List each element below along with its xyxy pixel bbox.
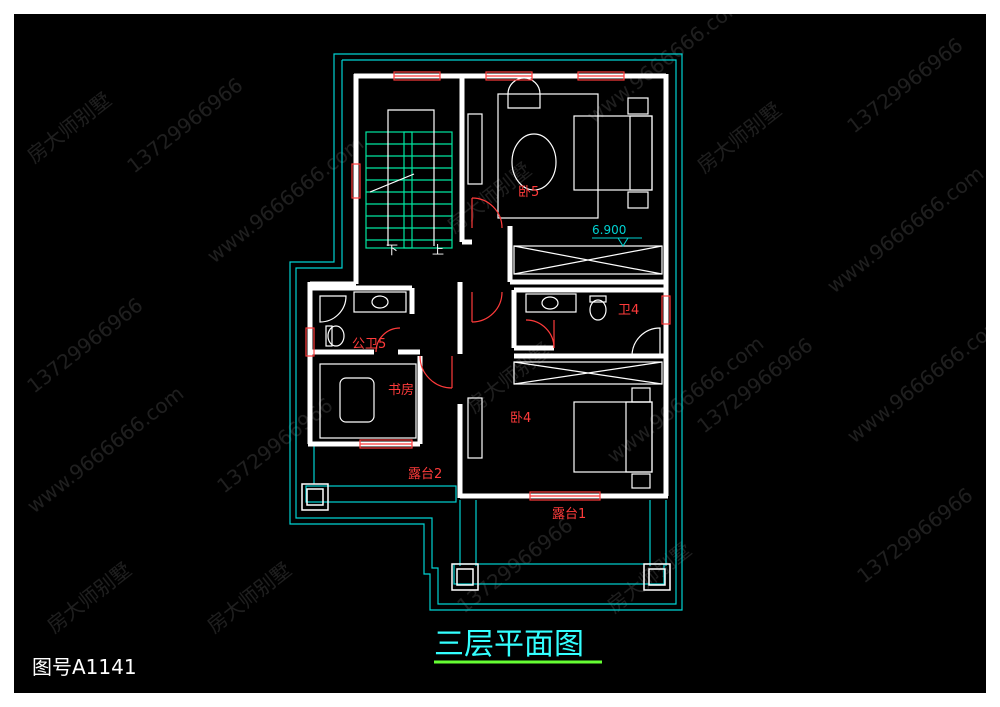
elevation-label: 6.900 bbox=[592, 223, 626, 237]
watermark-phone: 13729966966 bbox=[842, 33, 967, 138]
elevation-marker: 6.900 bbox=[592, 223, 642, 247]
room-label-public-bath5: 公卫5 bbox=[352, 337, 386, 352]
stair-direction-arrow bbox=[387, 109, 435, 246]
room-label-bedroom5: 卧5 bbox=[518, 185, 539, 200]
stair-down-label: 下 bbox=[386, 243, 398, 257]
window bbox=[661, 295, 671, 325]
bed5-armchair bbox=[507, 77, 541, 109]
watermark-brand: 房大师别墅 bbox=[202, 557, 296, 637]
footprint-outline-inner bbox=[295, 59, 677, 605]
toilet bbox=[589, 299, 607, 321]
toilet bbox=[327, 325, 345, 347]
watermark-site: www.9666666.com bbox=[842, 311, 986, 448]
bed5-pillow bbox=[629, 115, 653, 191]
bed5-rug bbox=[497, 93, 599, 219]
stair-handrail bbox=[403, 131, 413, 249]
column-core bbox=[306, 488, 324, 506]
bed5-nightstand bbox=[627, 97, 649, 115]
column bbox=[301, 483, 329, 511]
toilet-tank bbox=[325, 325, 333, 347]
column-core bbox=[456, 568, 474, 586]
watermark-phone: 13729966966 bbox=[22, 293, 147, 398]
bed5-table bbox=[511, 133, 557, 191]
room-label-terrace1: 露台1 bbox=[552, 507, 586, 522]
sink-vanity bbox=[353, 291, 407, 313]
room-label-study: 书房 bbox=[388, 382, 414, 398]
bed5-nightstand bbox=[627, 191, 649, 209]
shower-corner bbox=[631, 327, 661, 357]
stair-break-line bbox=[369, 173, 415, 193]
watermark-brand: 房大师别墅 bbox=[22, 87, 116, 167]
room-label-terrace2: 露台2 bbox=[408, 467, 442, 482]
floor-plan-svg: 房大师别墅 13729966966 www.9666666.com 137299… bbox=[22, 0, 1000, 679]
door-swing bbox=[471, 291, 503, 323]
sink-vanity bbox=[525, 293, 577, 313]
outer-outline bbox=[289, 53, 683, 611]
watermark-layer: 房大师别墅 13729966966 www.9666666.com 137299… bbox=[22, 0, 1000, 638]
window bbox=[305, 327, 315, 357]
columns bbox=[301, 483, 671, 591]
walls bbox=[307, 73, 669, 499]
cad-drawing-canvas: 房大师别墅 13729966966 www.9666666.com 137299… bbox=[14, 0, 1000, 693]
wardrobe-cross bbox=[513, 361, 663, 385]
terrace1-railing bbox=[453, 563, 665, 585]
stair-up-label: 上 bbox=[432, 243, 444, 257]
shower-corner bbox=[319, 295, 347, 323]
footprint-outline bbox=[289, 53, 683, 611]
watermark-brand: 房大师别墅 bbox=[692, 97, 786, 177]
bed5-bed bbox=[573, 115, 653, 191]
interior-lines bbox=[319, 77, 663, 489]
study-chair bbox=[339, 377, 375, 423]
wardrobe-bed5 bbox=[513, 245, 663, 275]
wardrobe-bed4 bbox=[513, 361, 663, 385]
window bbox=[351, 163, 361, 199]
column bbox=[451, 563, 479, 591]
watermark-brand: 房大师别墅 bbox=[42, 557, 136, 637]
cabinet bbox=[467, 397, 483, 459]
door-swing bbox=[419, 355, 453, 389]
watermark-site: www.9666666.com bbox=[822, 161, 986, 298]
room-label-bedroom4: 卧4 bbox=[510, 411, 531, 426]
study-desk-area bbox=[319, 363, 417, 439]
windows bbox=[305, 71, 671, 501]
watermark-phone: 13729966966 bbox=[122, 73, 247, 178]
toilet-tank bbox=[589, 295, 607, 303]
watermark-phone: 13729966966 bbox=[852, 483, 977, 588]
drawing-number: 图号A1141 bbox=[32, 655, 137, 679]
sink-basin bbox=[541, 296, 559, 310]
bed4-nightstand bbox=[631, 387, 651, 403]
staircase bbox=[365, 109, 453, 249]
elevation-triangle bbox=[617, 237, 629, 247]
wardrobe-cross bbox=[513, 245, 663, 275]
watermark-site: www.9666666.com bbox=[22, 381, 188, 518]
column-core bbox=[648, 568, 666, 586]
terrace2-railing bbox=[305, 485, 457, 503]
room-label-bath4: 卫4 bbox=[618, 303, 639, 318]
bed4-nightstand bbox=[631, 473, 651, 489]
watermark-site: www.9666666.com bbox=[202, 131, 368, 268]
column bbox=[643, 563, 671, 591]
stair-outline bbox=[365, 131, 453, 249]
drawing-title: 三层平面图 bbox=[434, 627, 584, 662]
sink-basin bbox=[371, 295, 389, 309]
door-swing bbox=[471, 197, 503, 229]
cabinet bbox=[467, 113, 483, 185]
watermark-phone: 13729966966 bbox=[452, 513, 577, 618]
door-swing bbox=[375, 327, 401, 353]
